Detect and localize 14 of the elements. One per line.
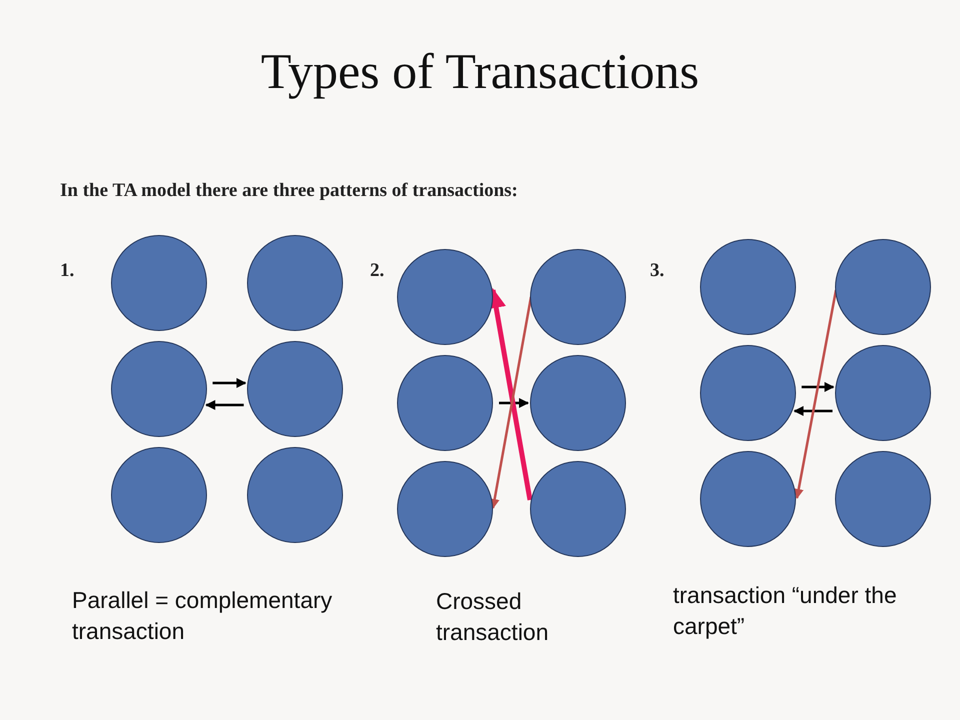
list-number: 1. xyxy=(60,260,74,282)
arrow xyxy=(205,400,244,410)
arrow xyxy=(499,398,529,408)
caption: Parallel = complementary transaction xyxy=(72,586,334,646)
caption: Crossed transaction xyxy=(436,587,550,648)
list-number: 2. xyxy=(370,260,384,282)
arrow xyxy=(794,290,838,499)
list-number: 3. xyxy=(650,260,664,282)
arrow xyxy=(212,378,246,388)
arrow xyxy=(794,406,832,416)
arrow xyxy=(802,382,834,392)
caption: transaction “under the carpet” xyxy=(673,581,898,642)
slide-title: Types of Transactions xyxy=(260,42,700,100)
subtitle: In the TA model there are three patterns of transactions: xyxy=(60,180,518,202)
